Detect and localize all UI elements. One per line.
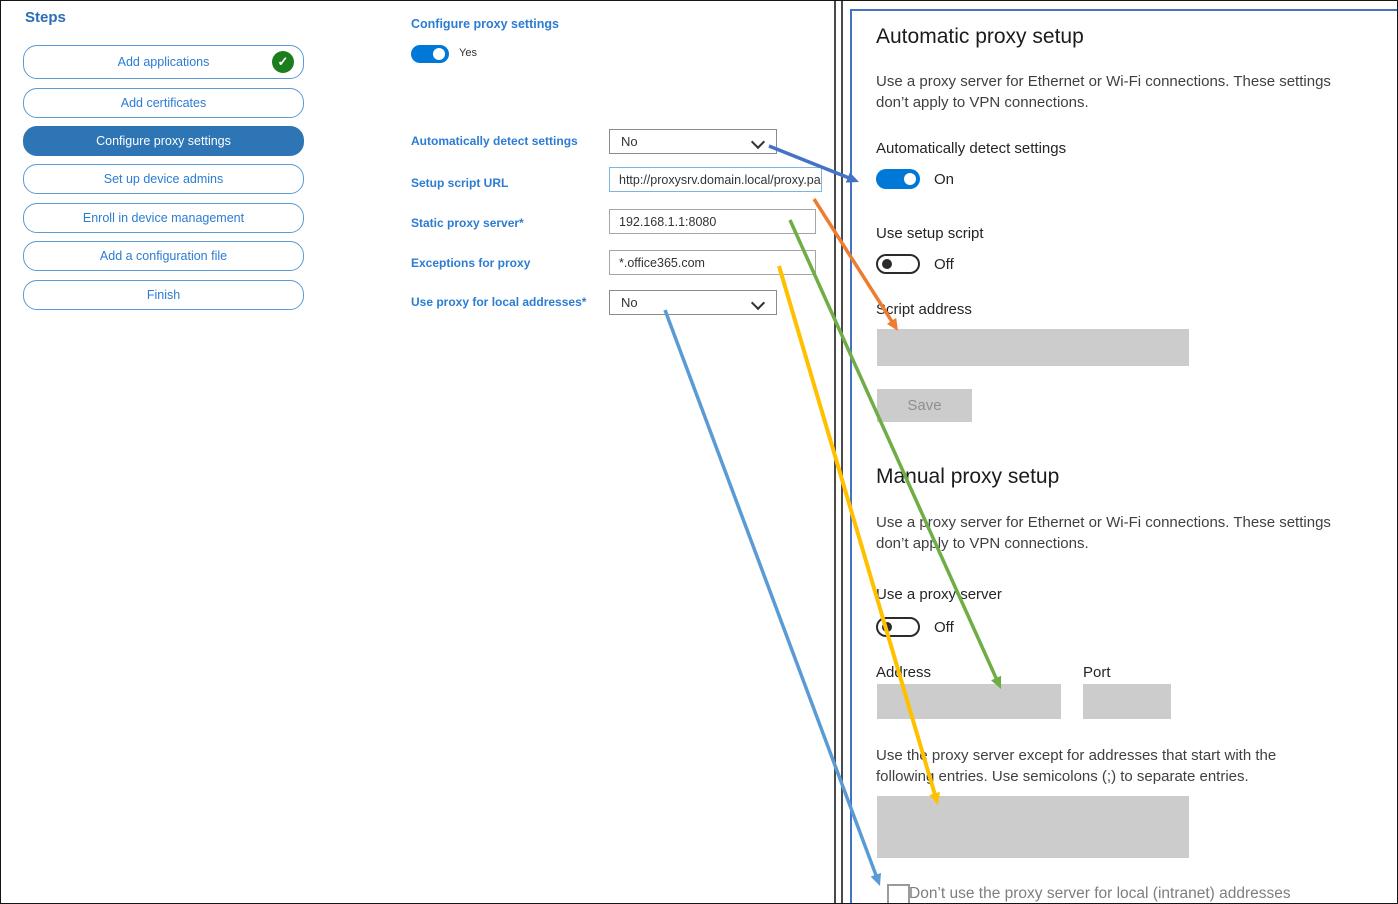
use-setup-script-state: Off: [934, 256, 954, 273]
pane-divider: [834, 1, 836, 903]
port-input-disabled: [1083, 684, 1171, 719]
page-title: Configure proxy settings: [411, 17, 559, 31]
use-proxy-server-toggle[interactable]: [876, 617, 920, 637]
toggle-knob: [882, 622, 892, 632]
toggle-knob: [433, 48, 445, 60]
annotation-arrow-local-addresses-mapping: [663, 309, 879, 879]
script-address-label: Script address: [876, 301, 972, 318]
local-addresses-checkbox-label: Don’t use the proxy server for local (in…: [909, 885, 1291, 902]
use-proxy-server-label: Use a proxy server: [876, 586, 1002, 603]
step-set-up-device-admins[interactable]: Set up device admins: [23, 164, 304, 194]
step-add-certificates[interactable]: Add certificates: [23, 88, 304, 118]
toggle-knob: [882, 259, 892, 269]
address-label: Address: [876, 664, 932, 681]
automatically-detect-dropdown[interactable]: No: [609, 129, 777, 154]
configure-proxy-toggle[interactable]: [411, 45, 449, 63]
address-input-disabled: [877, 684, 1061, 719]
use-proxy-server-state: Off: [934, 619, 954, 636]
toggle-knob: [904, 173, 916, 185]
exceptions-for-proxy-input[interactable]: [609, 250, 816, 275]
detect-settings-label: Automatically detect settings: [876, 140, 1067, 157]
manual-proxy-description: Use a proxy server for Ethernet or Wi-Fi…: [876, 514, 1331, 552]
configure-proxy-toggle-label: Yes: [459, 47, 477, 59]
completed-check-icon: ✓: [272, 51, 294, 73]
dropdown-value: No: [621, 134, 638, 149]
step-label: Finish: [146, 288, 181, 302]
field-label-exceptions-for-proxy: Exceptions for proxy: [411, 256, 531, 270]
step-add-applications[interactable]: Add applications ✓: [23, 45, 304, 79]
step-enroll-in-device-management[interactable]: Enroll in device management: [23, 203, 304, 233]
step-label: Add certificates: [120, 96, 207, 110]
field-label-use-proxy-local: Use proxy for local addresses*: [411, 295, 587, 309]
step-finish[interactable]: Finish: [23, 280, 304, 310]
steps-heading: Steps: [25, 9, 66, 26]
field-label-static-proxy-server: Static proxy server*: [411, 216, 524, 230]
local-addresses-checkbox[interactable]: [887, 884, 910, 903]
dropdown-value: No: [621, 295, 638, 310]
field-label-setup-script-url: Setup script URL: [411, 176, 509, 190]
use-setup-script-toggle[interactable]: [876, 254, 920, 274]
use-setup-script-label: Use setup script: [876, 225, 984, 242]
step-label: Add a configuration file: [99, 249, 228, 263]
step-add-a-configuration-file[interactable]: Add a configuration file: [23, 241, 304, 271]
use-proxy-local-dropdown[interactable]: No: [609, 290, 777, 315]
step-configure-proxy-settings[interactable]: Configure proxy settings: [23, 126, 304, 156]
setup-script-url-input[interactable]: [609, 167, 822, 192]
step-label: Configure proxy settings: [96, 134, 231, 148]
chevron-down-icon: [750, 134, 766, 150]
field-label-automatically-detect: Automatically detect settings: [411, 134, 578, 148]
save-button: Save: [877, 389, 972, 422]
step-label: Add applications: [117, 55, 210, 69]
step-label: Set up device admins: [103, 172, 224, 186]
automatic-proxy-setup-heading: Automatic proxy setup: [876, 25, 1084, 48]
pane-divider: [841, 1, 843, 903]
automatic-proxy-description: Use a proxy server for Ethernet or Wi-Fi…: [876, 73, 1331, 111]
proxy-exceptions-help: Use the proxy server except for addresse…: [876, 747, 1277, 785]
port-label: Port: [1083, 664, 1111, 681]
script-address-input-disabled: [877, 329, 1189, 366]
proxy-exceptions-textarea-disabled: [877, 796, 1189, 858]
detect-settings-state: On: [934, 171, 955, 188]
chevron-down-icon: [750, 295, 766, 311]
step-label: Enroll in device management: [82, 211, 245, 225]
manual-proxy-setup-heading: Manual proxy setup: [876, 465, 1060, 488]
detect-settings-toggle[interactable]: [876, 169, 920, 189]
static-proxy-server-input[interactable]: [609, 209, 816, 234]
